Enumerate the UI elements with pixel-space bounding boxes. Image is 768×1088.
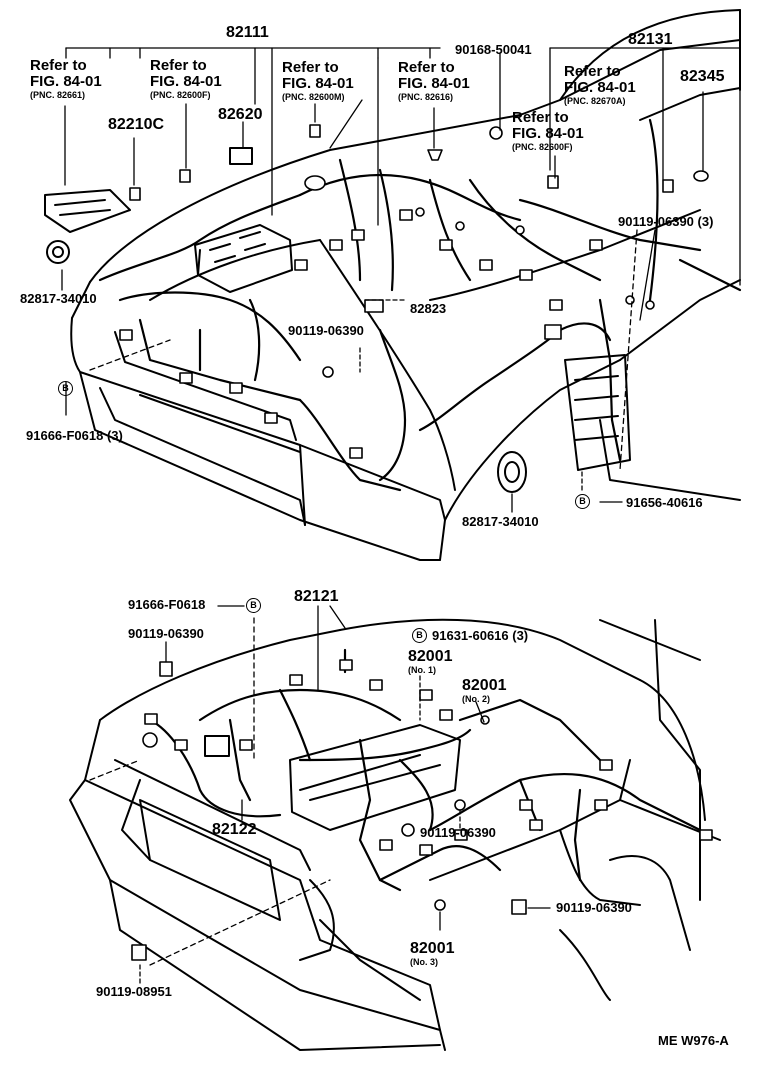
lower-car-body: [69, 618, 721, 1051]
part-90119-06390-lower-right[interactable]: 90119-06390: [556, 900, 632, 915]
part-90119-06390-3[interactable]: 90119-06390 (3): [618, 214, 714, 229]
upper-car-body: [70, 9, 741, 561]
reference-fig-84-01-pnc-82600f-left[interactable]: Refer to FIG. 84-01 (PNC. 82600F): [150, 57, 222, 101]
part-90119-06390-lower-center[interactable]: 90119-06390: [420, 825, 496, 840]
ref-pnc: (PNC. 82616): [398, 92, 454, 102]
ref-line2: FIG. 84-01: [282, 75, 354, 92]
part-91656-40616[interactable]: 91656-40616: [626, 495, 703, 510]
b-mark-symbol: B: [575, 494, 590, 509]
part-82345[interactable]: 82345: [680, 68, 725, 85]
relay-block: [44, 147, 631, 493]
reference-fig-84-01-pnc-82600m[interactable]: Refer to FIG. 84-01 (PNC. 82600M): [282, 59, 354, 103]
reference-fig-84-01-pnc-82670a[interactable]: Refer to FIG. 84-01 (PNC. 82670A): [564, 63, 636, 107]
part-82111[interactable]: 82111: [226, 24, 269, 41]
ref-line1: Refer to: [150, 57, 207, 74]
part-91666-f0618-3[interactable]: 91666-F0618 (3): [26, 428, 123, 443]
part-82121[interactable]: 82121: [294, 588, 339, 605]
ref-line2: FIG. 84-01: [30, 73, 102, 90]
ref-line1: Refer to: [282, 59, 339, 76]
part-90168-50041[interactable]: 90168-50041: [455, 42, 532, 57]
lower-relay-block: [204, 724, 461, 831]
part-number: 82001: [408, 648, 453, 665]
ref-pnc: (PNC. 82600F): [150, 90, 211, 100]
ref-line1: Refer to: [398, 59, 455, 76]
part-number: 82001: [410, 940, 455, 957]
upper-connectors: [119, 124, 709, 459]
part-82817-34010-right[interactable]: 82817-34010: [462, 514, 539, 529]
part-82131[interactable]: 82131: [628, 31, 673, 48]
ref-line2: FIG. 84-01: [398, 75, 470, 92]
part-91631-60616-3[interactable]: 91631-60616 (3): [432, 628, 529, 643]
part-82620[interactable]: 82620: [218, 106, 263, 123]
reference-fig-84-01-pnc-82661[interactable]: Refer to FIG. 84-01 (PNC. 82661): [30, 57, 102, 101]
part-sub: (No. 1): [408, 665, 436, 675]
ref-pnc: (PNC. 82670A): [564, 96, 626, 106]
b-mark-symbol: B: [246, 598, 261, 613]
part-82122[interactable]: 82122: [212, 821, 257, 838]
ref-line1: Refer to: [30, 57, 87, 74]
ref-line1: Refer to: [564, 63, 621, 80]
part-90119-06390-upper[interactable]: 90119-06390: [288, 323, 364, 338]
reference-fig-84-01-pnc-82616[interactable]: Refer to FIG. 84-01 (PNC. 82616): [398, 59, 470, 103]
ref-pnc: (PNC. 82600F): [512, 142, 573, 152]
ref-line1: Refer to: [512, 109, 569, 126]
part-90119-06390-lower-left[interactable]: 90119-06390: [128, 626, 204, 641]
part-82001-no1[interactable]: 82001 (No. 1): [408, 648, 453, 675]
lower-harness-wires: [148, 648, 702, 892]
part-82823[interactable]: 82823: [410, 301, 447, 316]
part-82817-34010-left[interactable]: 82817-34010: [20, 291, 97, 306]
lower-connectors: [131, 659, 713, 961]
part-82001-no2[interactable]: 82001 (No. 2): [462, 677, 507, 704]
ref-pnc: (PNC. 82600M): [282, 92, 345, 102]
part-91666-f0618[interactable]: 91666-F0618: [128, 597, 206, 612]
ref-line2: FIG. 84-01: [512, 125, 584, 142]
ref-line2: FIG. 84-01: [150, 73, 222, 90]
part-number: 82001: [462, 677, 507, 694]
ref-pnc: (PNC. 82661): [30, 90, 86, 100]
part-sub: (No. 3): [410, 957, 438, 967]
reference-fig-84-01-pnc-82600f-right[interactable]: Refer to FIG. 84-01 (PNC. 82600F): [512, 109, 584, 153]
part-sub: (No. 2): [462, 694, 490, 704]
b-mark-symbol: B: [412, 628, 427, 643]
drawing-code: ME W976-A: [658, 1033, 729, 1048]
part-90119-08951[interactable]: 90119-08951: [96, 984, 172, 999]
part-82210c[interactable]: 82210C: [108, 116, 165, 133]
lower-leader-lines: [89, 605, 551, 986]
b-mark-symbol: B: [58, 381, 73, 396]
part-82001-no3[interactable]: 82001 (No. 3): [410, 940, 455, 967]
upper-leader-lines: [61, 47, 741, 513]
upper-harness-wires: [98, 118, 742, 492]
ref-line2: FIG. 84-01: [564, 79, 636, 96]
